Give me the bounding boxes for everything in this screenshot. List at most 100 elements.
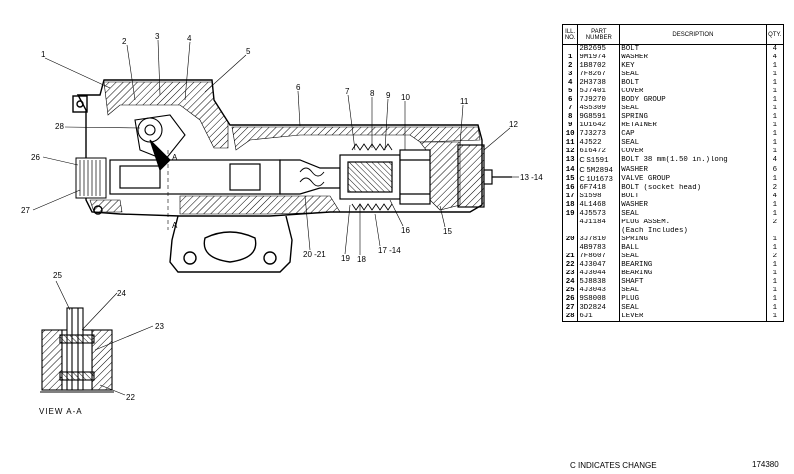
- part-number-cell-text: 9G8591: [579, 113, 606, 121]
- description-cell-text: SEAL: [621, 139, 640, 147]
- part-number-cell: 1U1642: [577, 121, 621, 131]
- ill-no-cell: 12: [561, 147, 579, 157]
- part-number-cell: 3D2824: [577, 303, 621, 313]
- ill-no-cell-text: 28: [565, 312, 575, 321]
- description-cell-text: BOLT (socket head): [621, 184, 702, 192]
- ill-no-cell: 3: [561, 70, 579, 80]
- description-cell-text: BEARING: [621, 261, 653, 269]
- callout-2: 2: [122, 37, 127, 46]
- part-number-cell: 4S5309: [577, 104, 621, 114]
- part-number-cell-text: 3J7810: [579, 235, 606, 244]
- description-cell: BOLT: [619, 192, 767, 202]
- ill-no-cell: 13: [561, 156, 579, 166]
- ill-no-cell-text: 16: [565, 184, 575, 192]
- part-number-cell-text: 4J3043: [579, 286, 606, 295]
- ill-no-cell: 23: [561, 269, 579, 279]
- qty-cell-text: 1: [772, 62, 777, 70]
- description-cell-text: BOLT: [621, 79, 640, 87]
- lever-cam: [134, 114, 186, 172]
- section-marks: A A: [167, 150, 178, 230]
- callout-11: 11: [460, 97, 469, 106]
- part-number-cell: 4J3044: [577, 269, 621, 279]
- qty-cell-text: 2: [772, 218, 777, 227]
- drawing-number: 174380: [752, 460, 779, 469]
- qty-cell: 1: [766, 147, 785, 157]
- description-cell-text: RETAINER: [621, 121, 657, 130]
- part-number-cell: 6F7418: [577, 184, 621, 193]
- qty-cell: 1: [766, 278, 785, 287]
- description-cell-text: LEVER: [621, 312, 644, 321]
- description-cell: VALVE GROUP: [619, 174, 767, 185]
- cross-section-drawing: A A: [21, 32, 543, 402]
- description-cell-text: PLUG ASSEM.: [621, 218, 671, 227]
- qty-cell-text: 1: [772, 139, 777, 147]
- change-mark: C: [579, 156, 585, 165]
- callout-8: 8: [370, 89, 375, 98]
- description-cell: SEAL: [619, 139, 767, 148]
- ill-no-cell: [561, 44, 579, 54]
- ill-no-cell-text: 11: [565, 139, 575, 147]
- description-cell: SPRING: [619, 235, 767, 245]
- part-number-cell-text: S1598: [579, 192, 602, 201]
- ill-no-cell-text: 14: [565, 165, 575, 174]
- ill-no-cell-text: 25: [565, 286, 575, 295]
- view-a-a-label: VIEW A-A: [39, 407, 83, 416]
- part-number-cell: 1B8702: [577, 62, 621, 71]
- callout-3: 3: [155, 32, 160, 41]
- ill-no-cell: 26: [561, 295, 579, 304]
- section-mark-lower: A: [172, 221, 178, 230]
- section-mark-upper: A: [172, 153, 178, 162]
- ill-no-cell-text: 3: [567, 70, 573, 79]
- description-cell: COVER: [619, 147, 767, 157]
- description-cell-text: SEAL: [621, 209, 640, 218]
- description-cell-text: SHAFT: [621, 278, 644, 286]
- description-cell: WASHER: [619, 53, 767, 63]
- part-number-cell-text: 2B2695: [579, 44, 606, 53]
- qty-cell-text: 1: [772, 87, 777, 96]
- qty-cell-text: 1: [772, 295, 777, 303]
- qty-cell-text: 4: [772, 44, 777, 53]
- part-number-cell: S1598: [577, 192, 621, 202]
- callout-4: 4: [187, 34, 192, 43]
- description-cell-text: SEAL: [621, 252, 640, 261]
- callout-16: 16: [401, 226, 410, 235]
- description-cell-text: VALVE GROUP: [621, 174, 671, 183]
- ill-no-cell-text: 12: [565, 147, 575, 156]
- ill-no-cell: 17: [561, 192, 579, 202]
- callout-9: 9: [386, 91, 391, 100]
- description-cell: KEY: [619, 62, 767, 71]
- callout-12: 12: [509, 120, 518, 129]
- ill-no-cell-text: 15: [565, 174, 575, 183]
- qty-cell: 4: [766, 44, 785, 54]
- part-number-cell-text: 1B8702: [579, 62, 606, 70]
- ill-no-cell-text: 17: [565, 192, 575, 201]
- qty-cell: 1: [766, 244, 785, 253]
- qty-cell: 1: [766, 104, 785, 114]
- ill-no-cell-text: 2: [567, 62, 573, 70]
- ill-no-cell-text: 19: [565, 209, 575, 218]
- qty-cell-text: 1: [772, 104, 777, 113]
- qty-cell: 6: [766, 165, 785, 175]
- description-cell: SHAFT: [619, 278, 767, 287]
- part-number-cell: 9G8591: [577, 113, 621, 122]
- part-number-cell: 6J1: [577, 312, 621, 323]
- callout-6: 6: [296, 83, 301, 92]
- ill-no-cell: 28: [561, 312, 579, 323]
- part-number-cell: 4J1184: [577, 218, 621, 228]
- qty-cell: 1: [766, 312, 785, 323]
- qty-cell: 1: [766, 235, 785, 245]
- callout-24: 24: [117, 289, 126, 298]
